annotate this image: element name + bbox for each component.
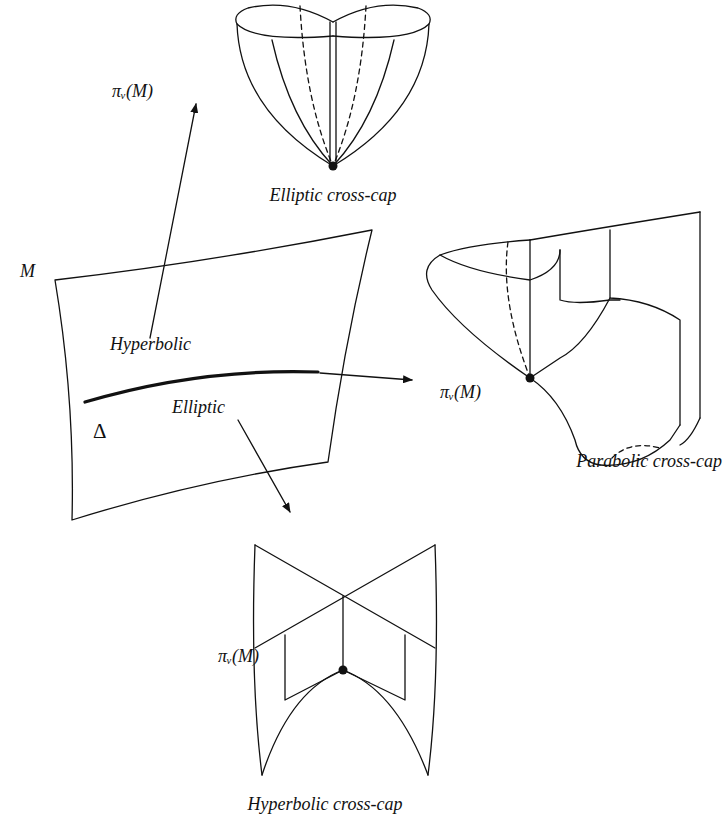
figure-caption: Hyperbolic cross-cap [248, 795, 403, 815]
projection-label: πᵥ(M) [440, 383, 481, 403]
surface-name: M [20, 262, 35, 282]
elliptic-cross-cap [236, 5, 430, 170]
figure-caption: Parabolic cross-cap [576, 452, 722, 472]
projection-label: πᵥ(M) [218, 647, 259, 667]
parabolic-cross-cap [427, 212, 700, 465]
arrow [150, 104, 196, 338]
arrow [320, 373, 412, 380]
hyperbolic-cross-cap [254, 545, 437, 775]
projection-label: πᵥ(M) [112, 82, 153, 102]
region-label: Hyperbolic [110, 335, 191, 355]
figure-caption: Elliptic cross-cap [270, 186, 397, 206]
arrow [238, 420, 290, 512]
curve-label: Δ [93, 420, 107, 443]
surface-outline [55, 230, 372, 520]
region-label: Elliptic [172, 398, 225, 418]
